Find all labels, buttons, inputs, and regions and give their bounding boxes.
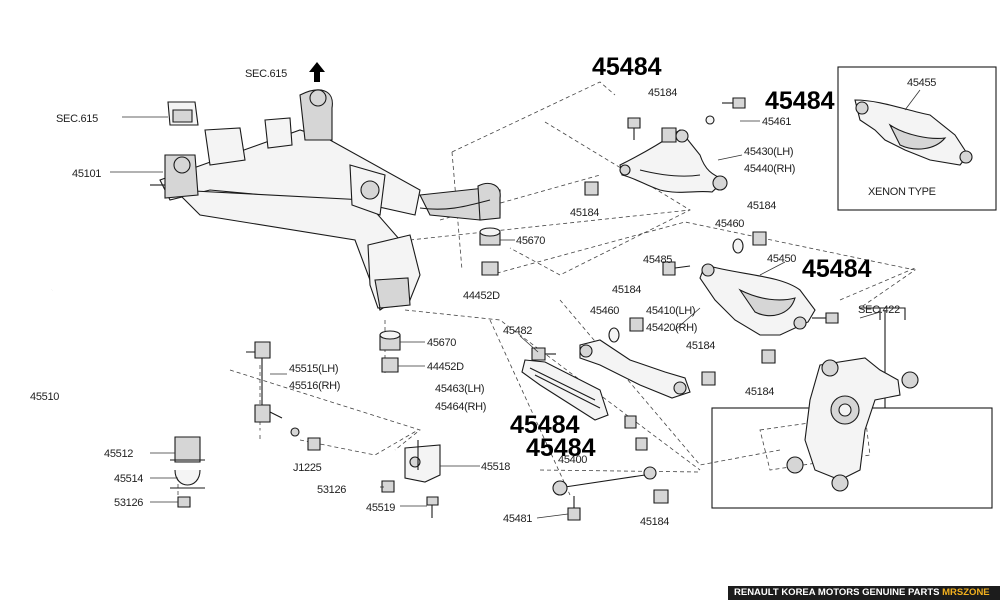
nut-45184-left-upper-arm[interactable] bbox=[584, 181, 599, 196]
label-53126-b[interactable]: 53126 bbox=[317, 484, 347, 496]
label-45460-b[interactable]: 45460 bbox=[590, 305, 620, 317]
bolt-upper-arm[interactable] bbox=[627, 117, 641, 140]
bolt-45461[interactable] bbox=[705, 97, 746, 125]
label-leader-lines bbox=[110, 89, 921, 519]
xenon-upper-arm[interactable] bbox=[854, 99, 973, 166]
footer-text: RENAULT KOREA MOTORS GENUINE PARTS bbox=[734, 587, 940, 598]
highlight-45484-lower-arm[interactable]: 45484 bbox=[802, 255, 872, 283]
label-45184-a[interactable]: 45184 bbox=[648, 87, 678, 99]
nut-44452d-lower[interactable] bbox=[381, 357, 399, 373]
highlight-45484-top[interactable]: 45484 bbox=[592, 53, 662, 81]
bolt-lower-arm-right[interactable] bbox=[812, 312, 839, 324]
label-45515[interactable]: 45515(LH) bbox=[289, 363, 339, 375]
highlight-45484-tension-rod[interactable]: 45484 bbox=[526, 434, 596, 462]
highlight-45484-link[interactable]: 45484 bbox=[510, 411, 580, 439]
label-45485[interactable]: 45485 bbox=[643, 254, 673, 266]
highlight-45484-upper-right[interactable]: 45484 bbox=[765, 87, 835, 115]
label-45184-c[interactable]: 45184 bbox=[747, 200, 777, 212]
bolt-45482[interactable] bbox=[531, 347, 556, 361]
label-45410[interactable]: 45410(LH) bbox=[646, 305, 696, 317]
bolt-tension-rod-upper[interactable] bbox=[635, 437, 648, 451]
ref-sec615-top[interactable]: SEC.615 bbox=[245, 68, 287, 80]
label-44452d-a[interactable]: 44452D bbox=[463, 290, 500, 302]
subframe-bushing-mount-45670[interactable] bbox=[479, 227, 501, 246]
label-45481[interactable]: 45481 bbox=[503, 513, 533, 525]
nut-45184-toe-link[interactable] bbox=[629, 317, 644, 332]
label-45420[interactable]: 45420(RH) bbox=[646, 322, 697, 334]
label-45101[interactable]: 45101 bbox=[72, 168, 102, 180]
nut-45184-lower-arm[interactable] bbox=[761, 349, 776, 364]
label-45518[interactable]: 45518 bbox=[481, 461, 511, 473]
label-45464[interactable]: 45464(RH) bbox=[435, 401, 486, 413]
label-45184-b[interactable]: 45184 bbox=[570, 207, 600, 219]
nut-45184-tension-rod[interactable] bbox=[653, 489, 669, 504]
label-j1225[interactable]: J1225 bbox=[293, 462, 322, 474]
stabilizer-connecting-rod[interactable] bbox=[246, 341, 283, 423]
stabilizer-clamp[interactable] bbox=[170, 469, 205, 489]
bolt-45481[interactable] bbox=[567, 496, 581, 521]
ref-sec422[interactable]: SEC.422 bbox=[858, 304, 900, 316]
label-45460-a[interactable]: 45460 bbox=[715, 218, 745, 230]
label-45455[interactable]: 45455 bbox=[907, 77, 937, 89]
nut-45184-upper[interactable] bbox=[661, 127, 677, 143]
rear-subframe[interactable] bbox=[150, 89, 501, 311]
label-53126-a[interactable]: 53126 bbox=[114, 497, 144, 509]
label-45440[interactable]: 45440(RH) bbox=[744, 163, 795, 175]
bolt-link-right[interactable] bbox=[624, 415, 637, 429]
label-45184-e[interactable]: 45184 bbox=[686, 340, 716, 352]
stabilizer-bushing[interactable] bbox=[170, 436, 205, 463]
nut-53126-left[interactable] bbox=[177, 496, 191, 508]
label-45482[interactable]: 45482 bbox=[503, 325, 533, 337]
stabilizer-bracket[interactable] bbox=[404, 440, 441, 483]
upper-control-arm[interactable] bbox=[619, 129, 728, 193]
tension-rod[interactable] bbox=[552, 466, 657, 496]
label-45463[interactable]: 45463(LH) bbox=[435, 383, 485, 395]
label-45512[interactable]: 45512 bbox=[104, 448, 134, 460]
lower-link-arm[interactable] bbox=[521, 359, 609, 421]
part-labels: SEC.615 SEC.615 45101 45484 45184 45484 … bbox=[30, 53, 937, 528]
washer-45460-upper[interactable] bbox=[732, 238, 744, 254]
label-45514[interactable]: 45514 bbox=[114, 473, 144, 485]
ref-sec615-left[interactable]: SEC.615 bbox=[56, 113, 98, 125]
footer-watermark-bar: RENAULT KOREA MOTORS GENUINE PARTS MRSZO… bbox=[728, 586, 1000, 600]
bolt-45485[interactable] bbox=[662, 261, 691, 276]
label-45184-g[interactable]: 45184 bbox=[640, 516, 670, 528]
label-45430[interactable]: 45430(LH) bbox=[744, 146, 794, 158]
up-arrow-icon bbox=[309, 62, 325, 82]
washer-45460-lower[interactable] bbox=[608, 327, 620, 343]
label-45400[interactable]: 45400 bbox=[558, 454, 588, 466]
nut-45184-toe-right[interactable] bbox=[701, 371, 716, 386]
label-45450[interactable]: 45450 bbox=[767, 253, 797, 265]
nut-j1225[interactable] bbox=[307, 437, 321, 451]
label-45670-a[interactable]: 45670 bbox=[516, 235, 546, 247]
bolt-45519[interactable] bbox=[426, 496, 439, 518]
subframe-bushing-mount-45670-lower[interactable] bbox=[379, 330, 401, 351]
nut-53126-right[interactable] bbox=[381, 480, 395, 493]
nut-44452d-upper[interactable] bbox=[481, 261, 499, 276]
label-44452d-b[interactable]: 44452D bbox=[427, 361, 464, 373]
label-45510[interactable]: 45510 bbox=[30, 391, 60, 403]
label-45184-d[interactable]: 45184 bbox=[612, 284, 642, 296]
label-45519[interactable]: 45519 bbox=[366, 502, 396, 514]
label-45461[interactable]: 45461 bbox=[762, 116, 792, 128]
nut-45184-mid[interactable] bbox=[752, 231, 767, 246]
rear-knuckle[interactable] bbox=[786, 357, 919, 492]
label-xenon-type[interactable]: XENON TYPE bbox=[868, 186, 936, 198]
label-45516[interactable]: 45516(RH) bbox=[289, 380, 340, 392]
label-45670-b[interactable]: 45670 bbox=[427, 337, 457, 349]
stabilizer-bar[interactable] bbox=[20, 288, 300, 437]
body-mount-bracket[interactable] bbox=[167, 101, 199, 126]
toe-control-link[interactable] bbox=[579, 339, 691, 399]
footer-brand: MRSZONE bbox=[942, 587, 990, 598]
lower-control-arm[interactable] bbox=[699, 263, 816, 336]
label-45184-f[interactable]: 45184 bbox=[745, 386, 775, 398]
